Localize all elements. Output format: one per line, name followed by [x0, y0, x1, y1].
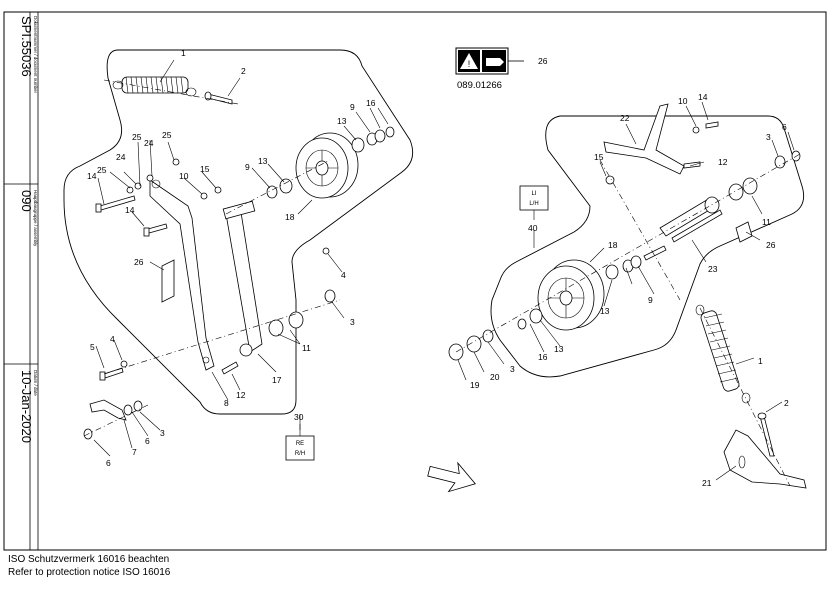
side-box-line: L/H [529, 201, 538, 207]
latch [89, 399, 127, 421]
protection-notice-de: ISO Schutzvermerk 16016 beachten [8, 554, 170, 565]
tension-spring-right [695, 304, 751, 404]
callout: 9 [648, 295, 653, 305]
left-group-outline [63, 49, 414, 415]
callout: 13 [258, 156, 268, 166]
callout: 3 [766, 132, 771, 142]
callout: 6 [145, 436, 150, 446]
callout: 18 [608, 240, 618, 250]
spring-arm [659, 196, 723, 243]
assembly-number: 090 [19, 190, 34, 212]
callout: 15 [594, 152, 604, 162]
callout: 12 [718, 157, 728, 167]
callout: 19 [470, 380, 480, 390]
svg-text:!: ! [468, 59, 471, 69]
anchor-bracket [723, 429, 807, 489]
callout: 1 [181, 48, 186, 58]
callout: 9 [245, 162, 250, 172]
support-bracket [222, 200, 263, 357]
callout: 25 [97, 165, 107, 175]
side-box-left [519, 185, 549, 211]
drawing-frame [3, 11, 827, 551]
callout: 26 [766, 240, 776, 250]
direction-arrow-icon [427, 461, 476, 493]
callout: 21 [702, 478, 712, 488]
callout: 11 [302, 343, 311, 353]
protection-notice-en: Refer to protection notice ISO 16016 [8, 567, 171, 578]
group-callout: 40 [528, 223, 538, 233]
callout: 14 [87, 171, 97, 181]
callout: 10 [678, 96, 688, 106]
document-date: 10-Jan-2020 [19, 370, 34, 443]
hazard-warning-icon [460, 53, 478, 69]
warning-part-number: 089.01266 [457, 80, 502, 91]
callout: 12 [236, 390, 246, 400]
callout: 6 [106, 458, 111, 468]
date-caption: Datum / date [33, 370, 38, 396]
decal [161, 259, 175, 303]
callout: 20 [490, 372, 500, 382]
lever-arm [149, 179, 215, 371]
callout: 2 [241, 66, 246, 76]
callout: 17 [272, 375, 282, 385]
assembly-caption: Hauptbaugruppe / assembly [33, 190, 38, 247]
callout: 25 [162, 130, 172, 140]
callout: 9 [350, 102, 355, 112]
callout: 5 [90, 342, 95, 352]
callout: 13 [337, 116, 347, 126]
callout: 15 [200, 164, 210, 174]
callout: 6 [782, 122, 787, 132]
warning-callout: 26 [538, 56, 548, 66]
callout: 18 [285, 212, 295, 222]
right-assembly: 22 15 10 14 12 3 6 11 26 23 18 9 13 13 1… [448, 92, 807, 489]
callout: 3 [160, 428, 165, 438]
callout: 16 [538, 352, 548, 362]
callout: 10 [179, 171, 189, 181]
callout: 8 [224, 398, 229, 408]
left-assembly: 1 2 25 25 24 24 25 14 10 15 14 9 13 13 9… [63, 48, 414, 468]
roller-wheel-right [537, 259, 605, 331]
callout: 4 [341, 270, 346, 280]
callout: 22 [620, 113, 630, 123]
callout: 1 [758, 356, 763, 366]
callout: 3 [510, 364, 515, 374]
mount-bracket [603, 103, 685, 175]
callout: 11 [762, 217, 771, 227]
tension-spring [112, 76, 197, 97]
right-group-outline [490, 115, 805, 378]
warning-decal: ! 26 089.01266 [455, 47, 548, 91]
callout: 4 [110, 334, 115, 344]
side-box-line: R/H [295, 451, 305, 457]
callout: 2 [784, 398, 789, 408]
callout: 25 [132, 132, 142, 142]
side-box-line: RE [296, 441, 304, 447]
callout: 14 [698, 92, 708, 102]
callout: 24 [144, 138, 154, 148]
side-box-right [285, 435, 315, 461]
roller-wheel-left [295, 132, 359, 199]
callout: 16 [366, 98, 376, 108]
callout: 14 [125, 205, 135, 215]
side-box-line: LI [531, 191, 536, 197]
callout: 7 [132, 447, 137, 457]
callout: 24 [116, 152, 126, 162]
callout: 13 [600, 306, 610, 316]
callout: 3 [350, 317, 355, 327]
group-callout: 30 [294, 412, 304, 422]
callout: 13 [554, 344, 564, 354]
document-number-caption: Dokumentnummer / document number [33, 16, 38, 94]
callout: 26 [134, 257, 144, 267]
document-number: SPI.55036 [19, 16, 34, 77]
callout: 23 [708, 264, 718, 274]
